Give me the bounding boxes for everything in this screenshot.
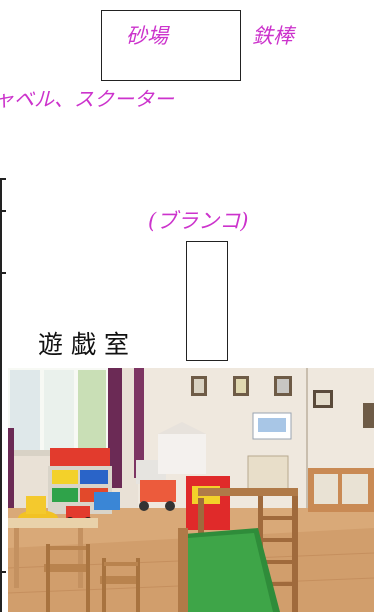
playroom-label: 遊戯室 <box>38 330 138 359</box>
page-edge-line <box>0 178 2 612</box>
page-edge-tick <box>0 178 6 180</box>
iron-bar-label: 鉄棒 <box>252 24 294 48</box>
playroom-photo-image <box>8 368 374 612</box>
shovel-scooter-label: ャベル、スクーター <box>0 87 174 111</box>
swing-label: (ブランコ) <box>148 209 249 233</box>
page-edge-tick <box>0 571 6 573</box>
sandbox-label: 砂場 <box>126 24 168 48</box>
playroom-photo <box>8 368 374 612</box>
sandbox-box <box>101 10 241 81</box>
page-edge-tick <box>0 210 6 212</box>
swing-box <box>186 241 228 361</box>
page-edge-tick <box>0 272 6 274</box>
